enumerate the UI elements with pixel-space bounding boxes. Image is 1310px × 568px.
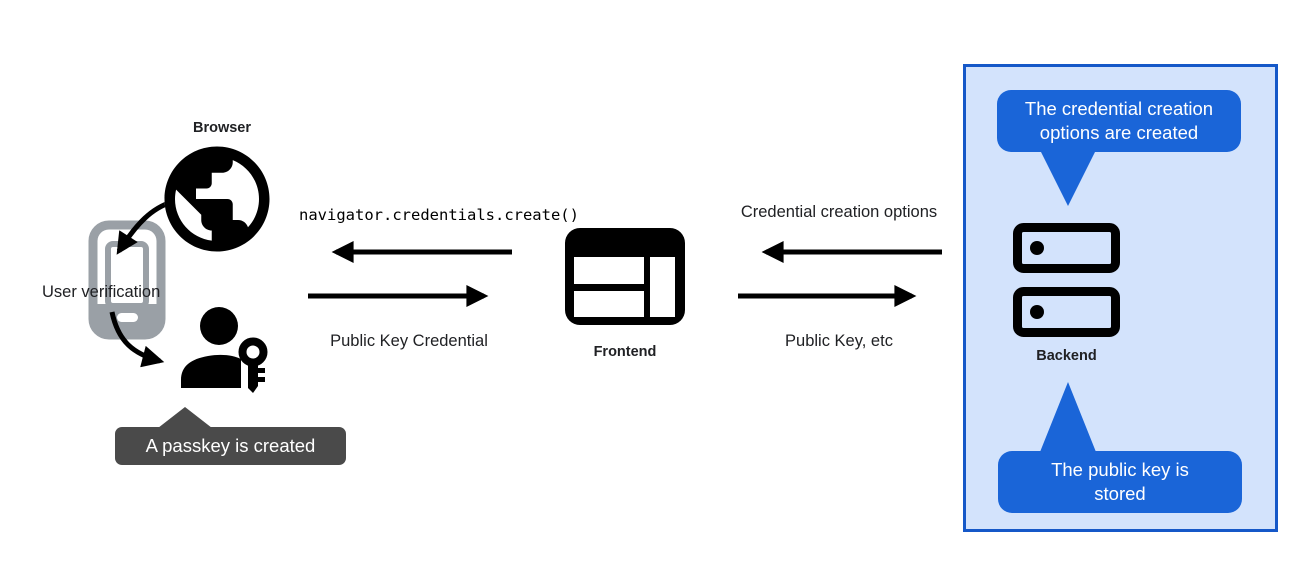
public-key-credential-label: Public Key Credential (330, 332, 488, 350)
navigator-credentials-create-label: navigator.credentials.create() (299, 206, 579, 224)
user-verification-label: User verification (42, 283, 161, 301)
callout-bottom-line1: The public key is (1051, 459, 1189, 481)
credential-creation-options-label: Credential creation options (740, 203, 938, 221)
backend-label: Backend (1036, 348, 1097, 364)
server-icon (1013, 223, 1120, 337)
browser-label: Browser (192, 120, 252, 136)
callout-public-key-stored: The public key is stored (998, 451, 1242, 513)
frontend-window-icon (565, 228, 685, 325)
passkey-tooltip: A passkey is created (115, 427, 346, 465)
passkey-user-icon (181, 307, 268, 393)
passkey-tooltip-text: A passkey is created (145, 435, 316, 456)
callout-bottom-tail (1040, 382, 1096, 452)
callout-top-tail (1040, 150, 1096, 206)
callout-credential-options-created: The credential creation options are crea… (997, 90, 1241, 152)
public-key-etc-label: Public Key, etc (785, 332, 893, 350)
callout-top-line2: options are created (1039, 122, 1199, 143)
callout-bottom-line2: stored (1094, 483, 1146, 504)
frontend-label: Frontend (593, 344, 657, 360)
globe-icon (164, 146, 270, 252)
passkey-tooltip-tail (158, 407, 212, 428)
callout-top-line1: The credential creation (1024, 98, 1214, 120)
